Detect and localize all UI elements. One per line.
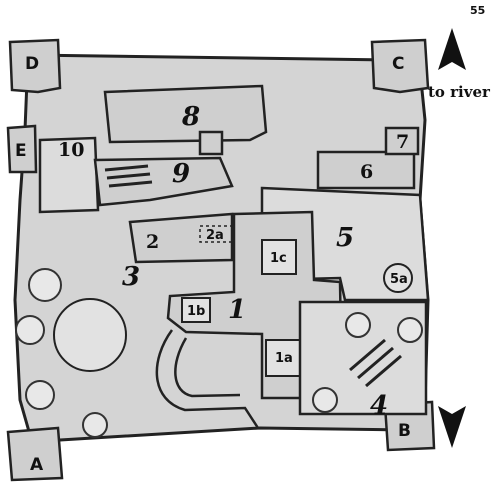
area-6-label: 6 [360,161,373,183]
corner-e-label: E [15,141,27,161]
area-4-label: 4 [370,391,388,421]
building-8 [103,84,268,144]
tree [82,412,108,438]
tree [397,317,423,343]
tower-a [6,426,64,482]
area-5a-label: 5a [390,272,408,287]
area-5a-circle [383,263,413,293]
tower-d [8,38,62,94]
area-3-label: 3 [122,262,140,292]
tree [345,312,371,338]
area-10-label: 10 [58,139,84,161]
area-8-label: 8 [181,102,200,132]
corner-c-label: C [392,54,404,74]
tree [28,268,62,302]
corner-b-label: B [398,421,411,441]
area-10-yard [38,136,100,214]
area-1c-label: 1c [270,251,287,266]
area-7-label: 7 [396,131,409,153]
area-2a-label: 2a [206,228,224,243]
area-5-label: 5 [336,223,354,253]
area-2-label: 2 [146,231,159,253]
area-9-label: 9 [172,159,190,189]
area-1-label: 1 [228,295,246,325]
area-1b-box [181,297,211,323]
river-label: to river [428,83,491,101]
area-1a-box [265,339,303,377]
gatehouse [198,130,224,156]
tree [25,380,55,410]
building-7 [384,126,420,156]
building-6 [316,150,416,190]
north-arrow-icon [438,28,466,70]
building-9 [93,156,234,207]
tree [15,315,45,345]
page-number: 55 [470,4,485,17]
area-1a-label: 1a [275,351,293,366]
area-1b-label: 1b [187,304,205,319]
tower-c [370,38,430,94]
south-arrow-icon [438,406,466,448]
tree [312,387,338,413]
area-3-pond [53,298,127,372]
corner-a-label: A [30,455,44,475]
tower-e [6,124,38,174]
corner-d-label: D [25,54,39,74]
area-1c-box [261,239,297,275]
